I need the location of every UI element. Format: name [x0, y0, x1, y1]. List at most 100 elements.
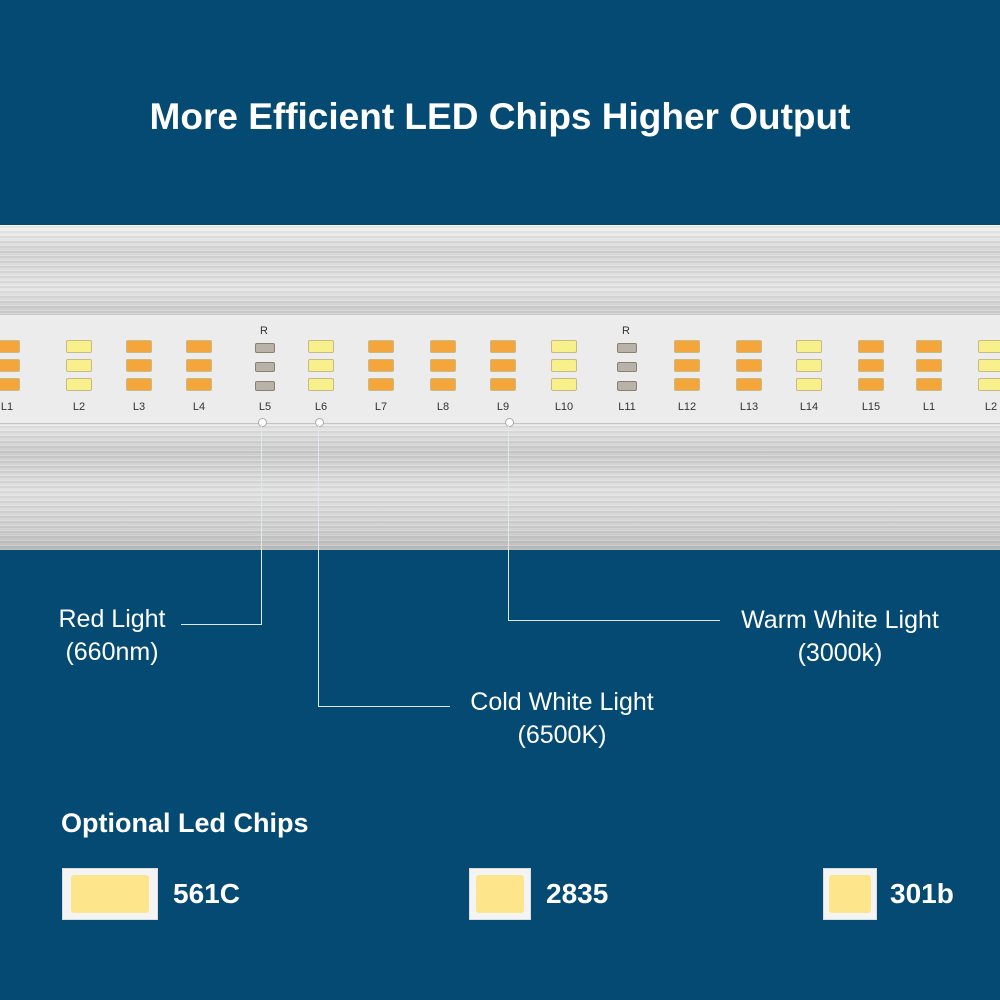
- warm-led-chip: [126, 378, 152, 391]
- warm-led-chip: [490, 359, 516, 372]
- channel-label: L3: [132, 401, 146, 413]
- led-chip-column: [551, 340, 577, 397]
- page-title: More Efficient LED Chips Higher Output: [149, 96, 851, 137]
- channel-label: L8: [436, 401, 450, 413]
- red-led-chip: [617, 381, 637, 391]
- cold-led-chip: [66, 378, 92, 391]
- red-led-chip: [255, 381, 275, 391]
- warm-led-chip: [368, 359, 394, 372]
- chip-301b-icon: [823, 868, 877, 920]
- led-chip-column: [916, 340, 942, 397]
- led-chip-column: [674, 340, 700, 397]
- warm-white-name: Warm White Light: [741, 606, 939, 634]
- warm-led-chip: [916, 340, 942, 353]
- red-light-leader-vertical: [261, 424, 262, 625]
- channel-label: L9: [496, 401, 510, 413]
- warm-led-chip: [736, 359, 762, 372]
- cold-led-chip: [978, 359, 1000, 372]
- cold-led-chip: [978, 378, 1000, 391]
- warm-white-leader-horizontal: [508, 620, 720, 621]
- channel-label: L12: [677, 401, 697, 413]
- warm-led-chip: [368, 378, 394, 391]
- cold-white-leader-vertical: [318, 424, 319, 707]
- channel-label: L1: [0, 401, 14, 413]
- warm-led-chip: [858, 359, 884, 372]
- channel-label: L5: [258, 401, 272, 413]
- red-light-name: Red Light: [58, 605, 166, 633]
- warm-white-label: Warm White Light (3000k): [722, 604, 958, 670]
- red-marker-label: R: [622, 325, 630, 337]
- warm-led-chip: [126, 340, 152, 353]
- led-chip-column: [430, 340, 456, 397]
- warm-led-chip: [0, 359, 20, 372]
- channel-label: L13: [739, 401, 759, 413]
- warm-led-chip: [674, 340, 700, 353]
- warm-led-chip: [186, 340, 212, 353]
- channel-label: L11: [618, 401, 636, 413]
- chip-2835-icon: [469, 868, 531, 920]
- chip-561c-label: 561C: [173, 878, 240, 909]
- warm-led-chip: [736, 378, 762, 391]
- led-chip-column: [858, 340, 884, 397]
- channel-label: L4: [192, 401, 206, 413]
- red-light-label: Red Light (660nm): [44, 603, 180, 669]
- channel-label: L1: [922, 401, 936, 413]
- led-chip-column: [252, 340, 278, 400]
- led-chip-column: [978, 340, 1000, 397]
- warm-led-chip: [674, 359, 700, 372]
- warm-led-chip: [736, 340, 762, 353]
- led-chip-column: [614, 340, 640, 400]
- cold-led-chip: [308, 359, 334, 372]
- cold-white-label: Cold White Light (6500K): [452, 686, 672, 752]
- chip-2835-label: 2835: [546, 878, 609, 909]
- cold-led-chip: [551, 340, 577, 353]
- warm-led-chip: [490, 378, 516, 391]
- warm-led-chip: [916, 359, 942, 372]
- red-led-chip: [255, 362, 275, 372]
- cold-led-chip: [308, 340, 334, 353]
- led-chip-column: [490, 340, 516, 397]
- channel-label: L15: [861, 401, 881, 413]
- warm-white-leader-vertical: [508, 424, 509, 621]
- red-light-leader-horizontal: [181, 624, 262, 625]
- led-chip-column: [308, 340, 334, 397]
- channel-label: L10: [554, 401, 574, 413]
- red-marker-label: R: [260, 325, 268, 337]
- warm-white-temperature: (3000k): [797, 639, 883, 667]
- warm-led-chip: [858, 340, 884, 353]
- cold-white-dot: [315, 418, 324, 427]
- channel-label: L14: [799, 401, 819, 413]
- warm-led-chip: [368, 340, 394, 353]
- channel-label: L6: [314, 401, 328, 413]
- cold-led-chip: [551, 378, 577, 391]
- red-light-wavelength: (660nm): [65, 638, 159, 666]
- chip-301b-label: 301b: [890, 878, 954, 909]
- cold-white-leader-horizontal: [318, 706, 450, 707]
- led-chip-column: [736, 340, 762, 397]
- cold-led-chip: [551, 359, 577, 372]
- cold-led-chip: [796, 359, 822, 372]
- warm-led-chip: [430, 378, 456, 391]
- cold-led-chip: [66, 359, 92, 372]
- channel-label: L7: [374, 401, 388, 413]
- channel-label: L2: [984, 401, 998, 413]
- cold-white-temperature: (6500K): [517, 721, 607, 749]
- warm-led-chip: [916, 378, 942, 391]
- warm-led-chip: [490, 340, 516, 353]
- cold-white-name: Cold White Light: [470, 688, 654, 716]
- warm-led-chip: [186, 378, 212, 391]
- led-chip-column: [368, 340, 394, 397]
- led-chip-column: [0, 340, 20, 397]
- red-light-dot: [258, 418, 267, 427]
- warm-white-dot: [505, 418, 514, 427]
- red-led-chip: [617, 362, 637, 372]
- warm-led-chip: [126, 359, 152, 372]
- red-led-chip: [255, 343, 275, 353]
- led-chip-column: [66, 340, 92, 397]
- cold-led-chip: [978, 340, 1000, 353]
- cold-led-chip: [308, 378, 334, 391]
- warm-led-chip: [186, 359, 212, 372]
- led-chip-column: [186, 340, 212, 397]
- cold-led-chip: [66, 340, 92, 353]
- cold-led-chip: [796, 378, 822, 391]
